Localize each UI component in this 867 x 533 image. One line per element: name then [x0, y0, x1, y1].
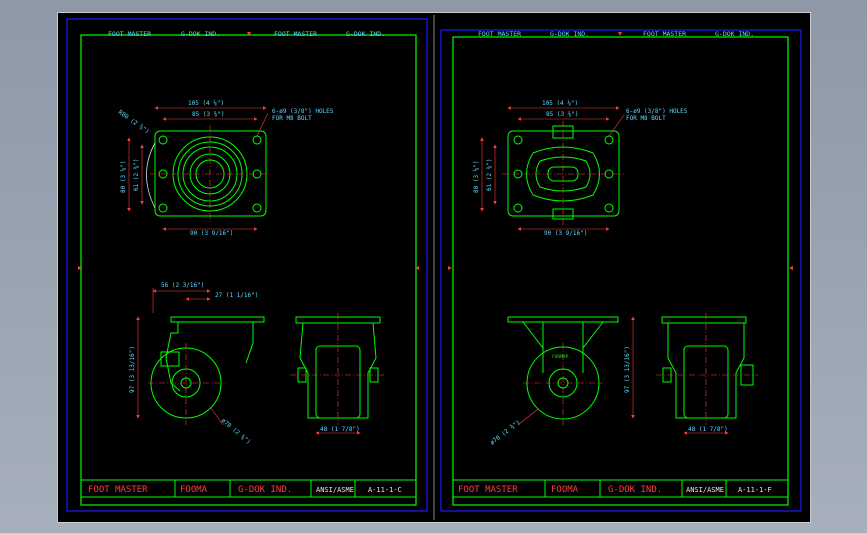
- tb-cell-5: A-11-1-C: [368, 486, 402, 494]
- tb2-brand-2: FOOMA: [551, 485, 579, 495]
- hole-note-2: FOR M8 BOLT: [272, 115, 312, 122]
- dim-height: 97 (3 13/16"): [129, 346, 136, 393]
- dim-radius: R80 (2 ⅜"): [117, 109, 151, 135]
- dim2-height: 97 (3 13/16"): [624, 346, 631, 393]
- dim2-wheel: ø70 (2 ¾"): [489, 419, 522, 447]
- sheet-2-outer-frame: [440, 29, 802, 512]
- sheet-2-front-view: 48 (1 7/8"): [656, 313, 758, 435]
- dim-width-overall: 105 (4 ⅛"): [188, 100, 224, 107]
- sheet-2-header-2: G-DOK IND.: [550, 30, 589, 38]
- sheet-2-left-center-marker: [448, 266, 452, 270]
- dim-height-overall: 80 (3 ⅛"): [120, 160, 127, 193]
- dim-width-bottom: 90 (3 9/16"): [190, 230, 233, 237]
- sheet-1-header-1: FOOT MASTER: [108, 30, 151, 38]
- dim-offset: 56 (2 3/16"): [161, 282, 204, 289]
- sheet-2-top-dims: 105 (4 ⅛") 85 (3 ⅜") 90 (3 9/16") 80 (3 …: [473, 100, 688, 237]
- sheet-2-top-view: [502, 121, 624, 225]
- sheet-2-right-center-marker: [789, 266, 793, 270]
- hole2-note-2: FOR M8 BOLT: [626, 115, 666, 122]
- dim-height-holes: 61 (2 ⅜"): [133, 158, 140, 191]
- sheet-1-header-3: FOOT MASTER: [274, 30, 317, 38]
- dim2-width-holes: 85 (3 ⅜"): [546, 111, 579, 118]
- sheet-1: FOOT MASTER G-DOK IND. FOOT MASTER G-DOK…: [66, 18, 428, 512]
- sheet-1-left-center-marker: [78, 266, 82, 270]
- dim2-height-holes: 61 (2 ⅜"): [486, 158, 493, 191]
- sheet-1-top-center-marker: [247, 32, 251, 36]
- sheet-1-header-4: G-DOK IND.: [346, 30, 385, 38]
- cad-viewport[interactable]: FOOT MASTER G-DOK IND. FOOT MASTER G-DOK…: [57, 12, 811, 523]
- sheet-2: FOOT MASTER G-DOK IND. FOOT MASTER G-DOK…: [440, 29, 802, 512]
- dim-width-holes: 85 (3 ⅜"): [192, 111, 225, 118]
- sheet-2-header-4: G-DOK IND.: [715, 30, 754, 38]
- tb2-cell-5: A-11-1-F: [738, 486, 772, 494]
- sheet-1-front-view: 48 (1 7/8"): [290, 313, 386, 435]
- dim-offset-small: 27 (1 1/16"): [215, 292, 258, 299]
- tb-cell-4: ANSI/ASME: [316, 486, 354, 494]
- tb-brand-1: FOOT MASTER: [88, 485, 148, 495]
- sheet-2-side-view: FOOMAP 97 (3 13/16") ø70 (2 ¾"): [489, 316, 635, 447]
- tb-brand-2: FOOMA: [180, 485, 208, 495]
- sheet-1-title-block: FOOT MASTER FOOMA G-DOK IND. ANSI/ASME A…: [80, 479, 417, 498]
- sheet-1-inner-frame: [80, 34, 417, 506]
- sheet-2-header-3: FOOT MASTER: [643, 30, 686, 38]
- sheet-1-top-view: [146, 125, 270, 223]
- tb-maker: G-DOK IND.: [238, 485, 292, 495]
- side-brand-mark: FOOMAP: [552, 354, 569, 360]
- sheet-2-inner-frame: [452, 36, 789, 506]
- dim2-width-overall: 105 (4 ⅛"): [542, 100, 578, 107]
- dim2-width-bottom: 90 (3 9/16"): [544, 230, 587, 237]
- tb2-brand-1: FOOT MASTER: [458, 485, 518, 495]
- sheet-1-side-view: 56 (2 3/16") 27 (1 1/16") 97 (3 13/16") …: [129, 282, 265, 446]
- dim2-wheel-width: 48 (1 7/8"): [688, 426, 728, 433]
- tb2-maker: G-DOK IND.: [608, 485, 662, 495]
- sheet-1-header-2: G-DOK IND.: [181, 30, 220, 38]
- hole2-note-1: 6-ø9 (3/8") HOLES: [626, 108, 688, 115]
- hole-note-1: 6-ø9 (3/8") HOLES: [272, 108, 334, 115]
- drawing-canvas: FOOT MASTER G-DOK IND. FOOT MASTER G-DOK…: [66, 15, 802, 520]
- sheet-1-right-center-marker: [415, 266, 419, 270]
- sheet-2-header-1: FOOT MASTER: [478, 30, 521, 38]
- sheet-2-top-center-marker: [618, 32, 622, 36]
- dim-wheel: ø70 (2 ¾"): [220, 417, 252, 446]
- tb2-cell-4: ANSI/ASME: [686, 486, 724, 494]
- dim2-height-overall: 80 (3 ⅛"): [473, 160, 480, 193]
- sheet-1-outer-frame: [66, 18, 428, 512]
- sheet-2-title-block: FOOT MASTER FOOMA G-DOK IND. ANSI/ASME A…: [452, 479, 789, 498]
- dim-wheel-width: 48 (1 7/8"): [320, 426, 360, 433]
